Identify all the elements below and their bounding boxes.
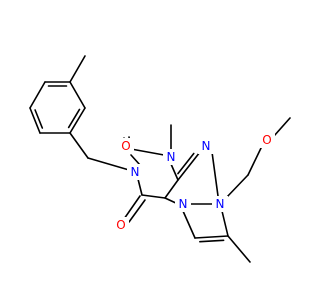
ring-bond [164,179,179,199]
benzyl-bond [69,132,89,159]
atom-n-ring-right: N [212,196,228,212]
oxygen-label: O [121,139,130,153]
oxygen-label: O [116,218,125,232]
nitrogen-label: N [167,150,176,164]
methyl-bond [69,55,86,83]
ring-bond [211,151,219,197]
ring-bond [137,178,143,196]
aromatic-bond-second [34,109,44,129]
ring-bond-second [177,152,195,175]
bond-layer [29,55,291,263]
aromatic-bond [69,107,86,134]
molecule-structure-diagram: O O O N N N N N [29,55,291,263]
nitrogen-label: N [216,197,225,211]
ring-bond [221,210,229,237]
ring-bond [170,163,179,181]
atom-o-ether: O [259,132,275,148]
methyl-bond [227,235,251,263]
ring-bond [130,148,165,156]
ring-bond [177,151,201,181]
atom-n-ring-mid: N [175,196,191,212]
ether-methyl-bond [273,117,291,137]
nitrogen-label: N [131,165,140,179]
aromatic-bond [29,81,46,109]
atom-o-upper: O [118,138,134,154]
atom-n-ring-top: N [198,138,214,154]
atom-n1: N [163,149,179,165]
carbonyl-bond-second [128,199,146,223]
ring-bond [182,210,196,239]
atom-label-layer: O O O N N N N N [113,132,275,233]
ring-bond [130,154,141,166]
carbonyl-bond [123,195,141,220]
nitrogen-label: N [179,197,188,211]
oxygen-label: O [262,133,271,147]
nitrogen-label: N [202,139,211,153]
ring-bond [141,194,166,199]
atom-o-lower: O [113,217,129,233]
aromatic-bond [29,107,41,134]
atom-n3: N [127,164,143,180]
benzyl-n-bond [87,157,130,171]
ring-bond-second [199,239,225,243]
chain-bond [225,174,249,199]
aromatic-bond [69,81,86,109]
ring-bond [194,235,229,239]
chain-bond [247,145,263,176]
aromatic-bond-second [67,108,81,129]
